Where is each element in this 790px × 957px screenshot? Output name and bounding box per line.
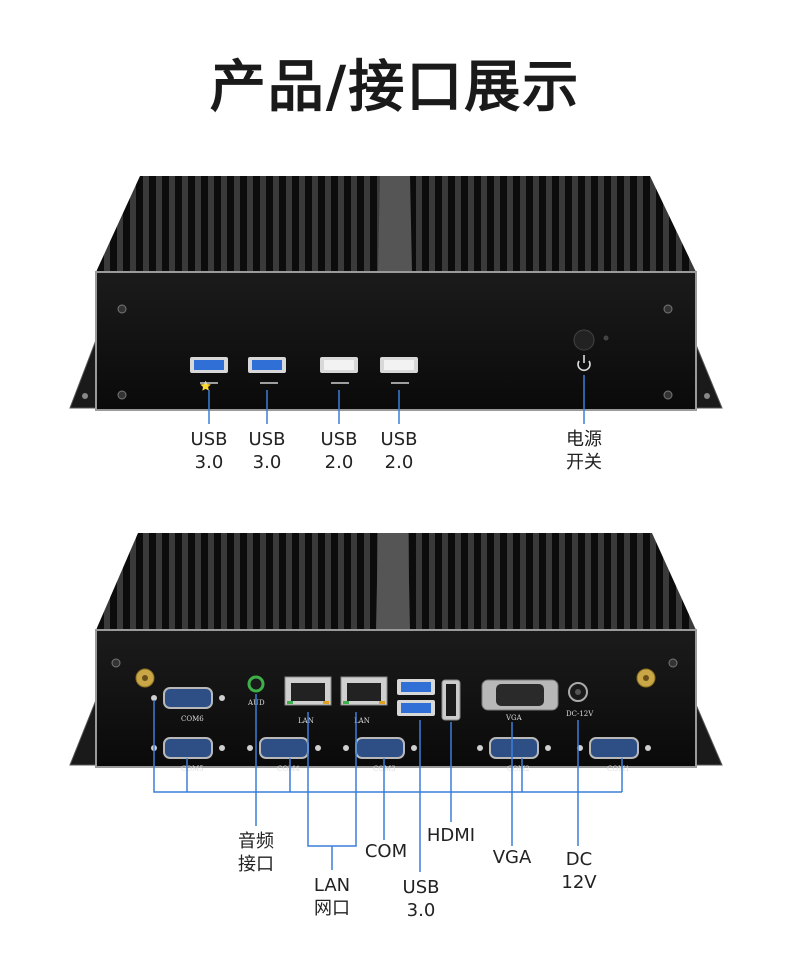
label-vga: VGA: [492, 847, 532, 868]
label-usb30-a: USB 3.0: [190, 429, 228, 473]
svg-text:⭐: ⭐: [200, 380, 211, 392]
label-lan: LAN 网口: [313, 875, 351, 919]
com6-port: [163, 687, 213, 709]
svg-text:COM1: COM1: [607, 765, 630, 773]
label-usb20-a: USB 2.0: [320, 429, 358, 473]
svg-text:DC-12V: DC-12V: [566, 710, 594, 718]
lan-port-2: [340, 676, 388, 706]
antenna-icon: [135, 668, 656, 688]
label-hdmi: HDMI: [426, 825, 476, 846]
lan-port-1: [284, 676, 332, 706]
label-usb30-b: USB 3.0: [248, 429, 286, 473]
svg-text:COM6: COM6: [181, 715, 204, 723]
power-symbol-icon: [577, 355, 591, 372]
com5-port: [163, 737, 213, 759]
vga-port: [481, 679, 559, 711]
usb20-port-b: [380, 357, 418, 373]
com4-port: [259, 737, 309, 759]
svg-text:COM2: COM2: [507, 765, 530, 773]
svg-text:COM5: COM5: [181, 765, 204, 773]
usb30-port-a: [190, 357, 228, 373]
com2-port: [489, 737, 539, 759]
svg-text:COM4: COM4: [277, 765, 300, 773]
label-power-switch: 电源 开关: [566, 429, 602, 473]
svg-text:LAN: LAN: [354, 717, 370, 725]
audio-jack-icon: [247, 675, 265, 693]
label-usb20-b: USB 2.0: [380, 429, 418, 473]
label-usb30-rear: USB 3.0: [402, 877, 440, 921]
svg-text:VGA: VGA: [505, 714, 523, 722]
hdmi-port: [441, 679, 461, 721]
usb20-port-a: [320, 357, 358, 373]
svg-text:LAN: LAN: [298, 717, 314, 725]
rear-usb30-ports: [397, 679, 435, 716]
page-title: 产品/接口展示: [209, 55, 581, 120]
usb30-port-b: [248, 357, 286, 373]
label-audio: 音频 接口: [238, 831, 274, 875]
label-dc: DC 12V: [561, 849, 597, 893]
label-com: COM: [364, 841, 408, 862]
com3-port: [355, 737, 405, 759]
com1-port: [589, 737, 639, 759]
power-button-icon: [573, 329, 595, 351]
